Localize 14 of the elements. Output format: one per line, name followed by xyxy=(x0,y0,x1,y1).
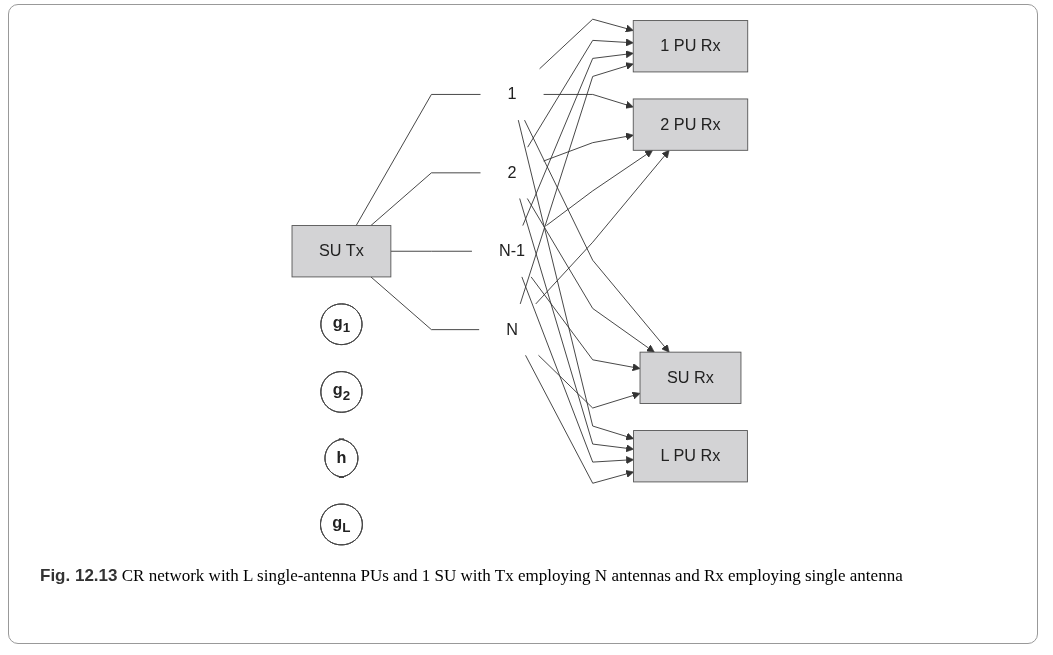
node-box: L PU Rx xyxy=(633,430,748,483)
connector xyxy=(370,276,480,331)
node-box: 1 PU Rx xyxy=(632,20,749,73)
connector xyxy=(355,94,482,226)
node-box: SU Rx xyxy=(639,351,742,404)
node-text: N xyxy=(506,320,519,339)
connector xyxy=(370,172,482,226)
node-box: 2 PU Rx xyxy=(632,98,749,151)
node-text: 1 xyxy=(507,84,517,104)
node-text: N-1 xyxy=(499,241,526,260)
connector xyxy=(390,250,473,252)
figure-caption: Fig. 12.13 CR network with L single-antenna PUs and 1 SU with Tx employing N antennas and Rx employing single antenna xyxy=(40,565,904,587)
node-box: SU Tx xyxy=(291,225,392,278)
node-text: 2 xyxy=(507,163,517,182)
